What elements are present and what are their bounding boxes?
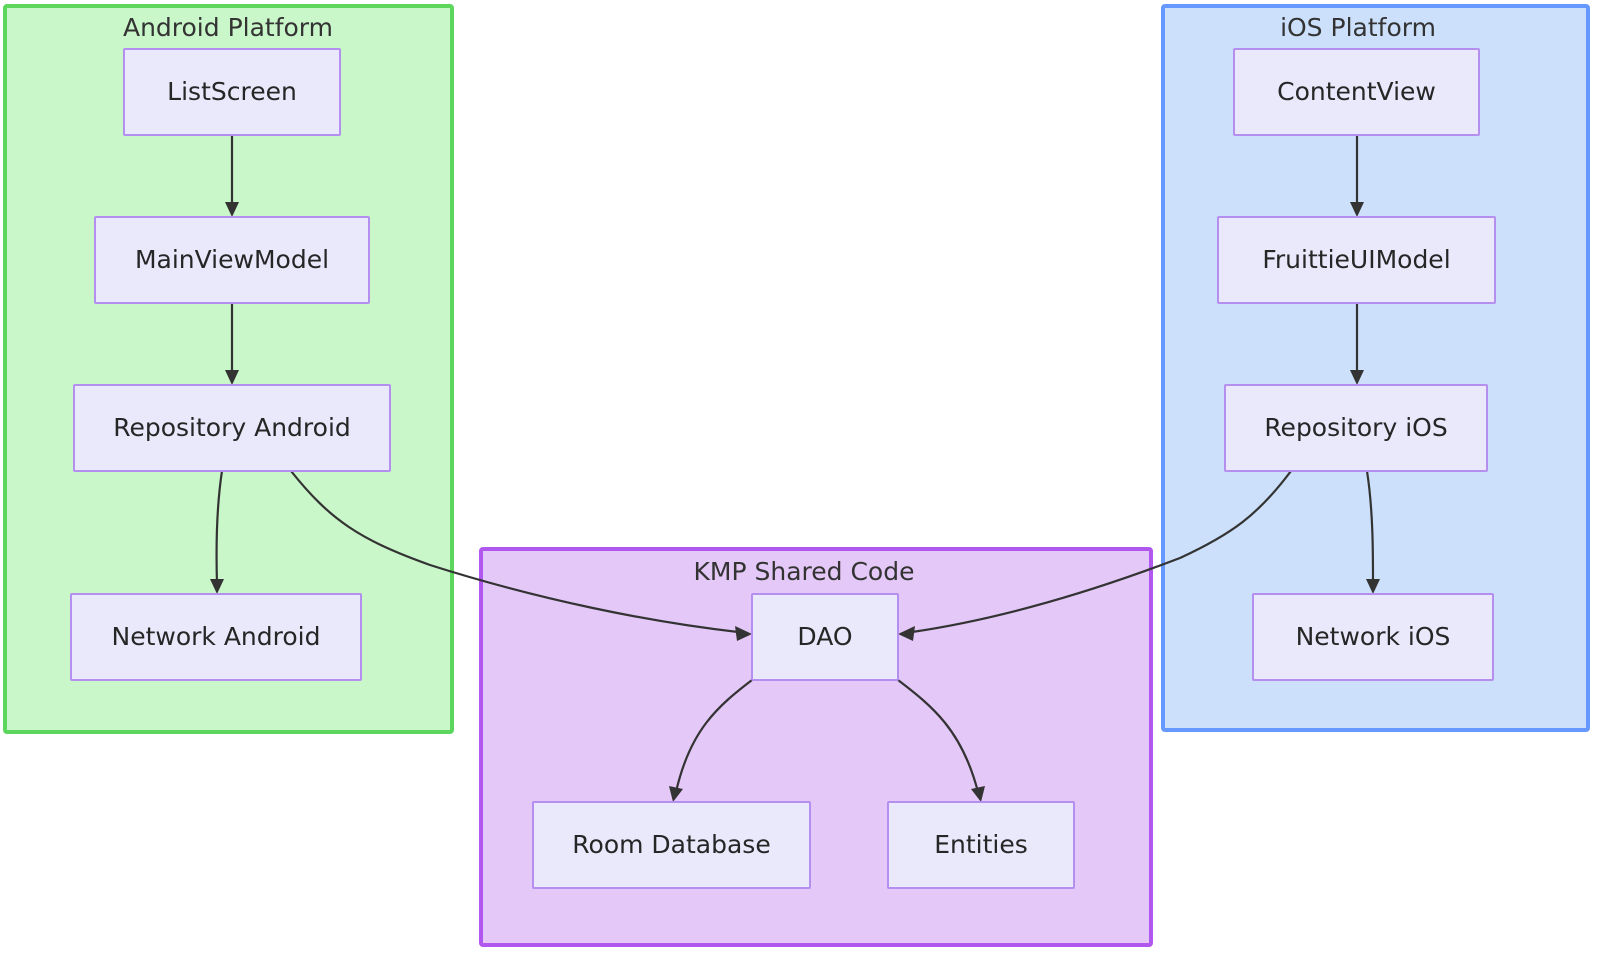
cluster-android: Android Platform	[3, 4, 454, 734]
arrowhead-icon	[1366, 579, 1380, 594]
arrowhead-icon	[225, 370, 239, 385]
node-netios[interactable]: Network iOS	[1252, 593, 1494, 681]
node-contentview-box[interactable]	[1233, 48, 1480, 136]
arrowhead-icon	[210, 579, 224, 594]
arrowhead-icon	[225, 202, 239, 217]
edge-layer	[210, 135, 1380, 802]
edge-line	[674, 679, 753, 793]
arrowhead-icon	[898, 626, 915, 641]
node-roomdb-label: Room Database	[572, 830, 770, 859]
edge-line	[897, 679, 980, 793]
edge-dao-to-roomdb	[669, 679, 753, 802]
node-netandroid-box[interactable]	[70, 593, 362, 681]
edge-repoios-to-dao	[898, 470, 1292, 641]
edge-repoios-to-netios	[1365, 470, 1380, 594]
node-repoios-box[interactable]	[1224, 384, 1488, 472]
node-contentview-label: ContentView	[1277, 77, 1436, 106]
edge-line	[1365, 470, 1375, 585]
node-netandroid-label: Network Android	[112, 622, 321, 651]
cluster-ios-box	[1161, 4, 1590, 732]
node-entities-label: Entities	[934, 830, 1028, 859]
edge-line	[911, 470, 1292, 634]
node-mainviewmodel-label: MainViewModel	[135, 245, 329, 274]
arrowhead-icon	[735, 626, 752, 641]
edge-contentview-to-fruittieui	[1350, 135, 1364, 217]
edge-repoandroid-to-netandroid	[210, 470, 224, 594]
node-listscreen-label: ListScreen	[167, 77, 297, 106]
cluster-android-box	[3, 4, 454, 734]
node-contentview[interactable]: ContentView	[1233, 48, 1480, 136]
node-dao[interactable]: DAO	[751, 593, 899, 681]
node-listscreen-box[interactable]	[123, 48, 341, 136]
edge-listscreen-to-mainviewmodel	[225, 135, 239, 217]
node-roomdb-box[interactable]	[532, 801, 811, 889]
node-mainviewmodel-box[interactable]	[94, 216, 370, 304]
node-netios-label: Network iOS	[1296, 622, 1451, 651]
node-listscreen[interactable]: ListScreen	[123, 48, 341, 136]
node-repoios-label: Repository iOS	[1264, 413, 1447, 442]
node-repoios[interactable]: Repository iOS	[1224, 384, 1488, 472]
node-dao-label: DAO	[797, 622, 852, 651]
arrowhead-icon	[971, 786, 985, 802]
cluster-kmp-label: KMP Shared Code	[694, 557, 915, 586]
edge-dao-to-entities	[897, 679, 985, 802]
arrowhead-icon	[1350, 370, 1364, 385]
edge-fruittieui-to-repoios	[1350, 303, 1364, 385]
node-repoandroid-label: Repository Android	[113, 413, 351, 442]
cluster-ios: iOS Platform	[1161, 4, 1590, 732]
node-fruittieui-label: FruittieUIModel	[1262, 245, 1450, 274]
node-roomdb[interactable]: Room Database	[532, 801, 811, 889]
node-entities[interactable]: Entities	[887, 801, 1075, 889]
edge-repoandroid-to-dao	[290, 470, 752, 641]
node-fruittieui[interactable]: FruittieUIModel	[1217, 216, 1496, 304]
cluster-android-label: Android Platform	[123, 13, 333, 42]
edge-line	[290, 470, 739, 634]
node-netandroid[interactable]: Network Android	[70, 593, 362, 681]
node-fruittieui-box[interactable]	[1217, 216, 1496, 304]
arrowhead-icon	[669, 786, 683, 802]
node-dao-box[interactable]	[751, 593, 899, 681]
cluster-ios-label: iOS Platform	[1280, 13, 1436, 42]
node-mainviewmodel[interactable]: MainViewModel	[94, 216, 370, 304]
node-repoandroid[interactable]: Repository Android	[73, 384, 391, 472]
node-entities-box[interactable]	[887, 801, 1075, 889]
node-repoandroid-box[interactable]	[73, 384, 391, 472]
edge-line	[215, 470, 224, 585]
edge-mainviewmodel-to-repoandroid	[225, 303, 239, 385]
node-netios-box[interactable]	[1252, 593, 1494, 681]
arrowhead-icon	[1350, 202, 1364, 217]
